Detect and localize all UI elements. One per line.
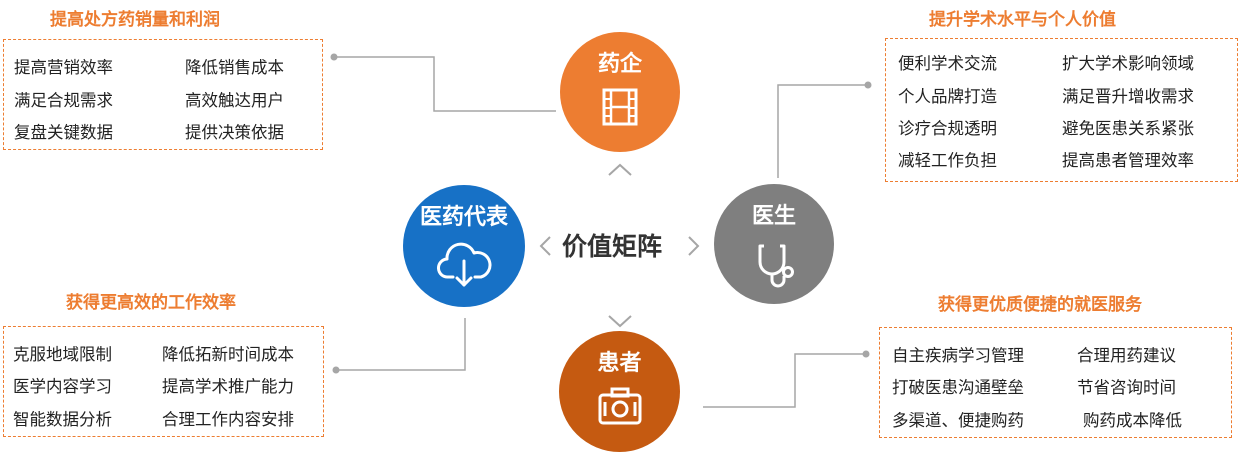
panel-item: 复盘关键数据 (14, 123, 113, 142)
panel-item: 降低拓新时间成本 (162, 345, 294, 364)
node-rep: 医药代表 (403, 185, 525, 307)
panel-title-pharma: 提高处方药销量和利润 (50, 10, 220, 30)
panel-item: 个人品牌打造 (898, 87, 997, 106)
panel-item: 打破医患沟通壁垒 (892, 378, 1024, 397)
panel-item: 提高学术推广能力 (162, 377, 294, 396)
stethoscope-icon (748, 238, 800, 294)
panel-item: 避免医患关系紧张 (1062, 119, 1194, 138)
center-label: 价值矩阵 (562, 232, 663, 261)
panel-item: 降低销售成本 (185, 58, 284, 77)
chevron-right (688, 236, 700, 256)
connector-dot-rep (332, 366, 340, 374)
node-label: 医药代表 (419, 205, 508, 230)
panel-title-patient: 获得更优质便捷的就医服务 (938, 295, 1142, 315)
panel-item: 诊疗合规透明 (898, 119, 997, 138)
connector-dot-doctor (864, 81, 872, 89)
node-label: 患者 (597, 351, 642, 376)
film-icon (599, 86, 641, 132)
connector-patient (703, 353, 866, 408)
panel-item: 购药成本降低 (1083, 411, 1182, 430)
panel-item: 提高患者管理效率 (1062, 151, 1194, 170)
connector-pharma (334, 56, 556, 112)
panel-item: 克服地域限制 (13, 345, 112, 364)
connector-doctor (777, 84, 868, 178)
panel-item: 合理工作内容安排 (162, 410, 294, 429)
chevron-down (608, 315, 632, 328)
panel-item: 扩大学术影响领域 (1062, 54, 1194, 73)
panel-patient: 自主疾病学习管理 合理用药建议 打破医患沟通壁垒 节省咨询时间 多渠道、便捷购药… (879, 327, 1232, 438)
panel-item: 节省咨询时间 (1077, 378, 1176, 397)
node-label: 药企 (597, 52, 642, 77)
node-patient: 患者 (559, 331, 680, 452)
chevron-left (539, 236, 551, 256)
panel-item: 自主疾病学习管理 (892, 346, 1024, 365)
panel-item: 医学内容学习 (13, 377, 112, 396)
connector-dot-pharma (330, 53, 338, 61)
node-pharma: 药企 (560, 32, 680, 152)
panel-item: 提高营销效率 (14, 58, 113, 77)
panel-rep: 克服地域限制 降低拓新时间成本 医学内容学习 提高学术推广能力 智能数据分析 合… (3, 326, 324, 437)
panel-title-doctor: 提升学术水平与个人价值 (929, 10, 1116, 30)
cloud-download-icon (436, 239, 492, 293)
panel-item: 满足晋升增收需求 (1062, 87, 1194, 106)
panel-title-rep: 获得更高效的工作效率 (66, 293, 236, 313)
panel-item: 减轻工作负担 (898, 151, 997, 170)
node-label: 医生 (751, 204, 796, 229)
panel-item: 智能数据分析 (13, 410, 112, 429)
panel-item: 多渠道、便捷购药 (892, 411, 1024, 430)
node-doctor: 医生 (714, 184, 834, 304)
panel-item: 便利学术交流 (898, 54, 997, 73)
connector-rep (336, 318, 466, 371)
chevron-up (608, 163, 632, 176)
panel-pharma: 提高营销效率 降低销售成本 满足合规需求 高效触达用户 复盘关键数据 提供决策依… (3, 39, 323, 150)
panel-doctor: 便利学术交流 扩大学术影响领域 个人品牌打造 满足晋升增收需求 诊疗合规透明 避… (885, 38, 1238, 182)
panel-item: 高效触达用户 (185, 91, 284, 110)
panel-item: 合理用药建议 (1077, 346, 1176, 365)
panel-item: 提供决策依据 (185, 123, 284, 142)
connector-dot-patient (862, 350, 870, 358)
camera-icon (596, 385, 644, 431)
panel-item: 满足合规需求 (14, 91, 113, 110)
